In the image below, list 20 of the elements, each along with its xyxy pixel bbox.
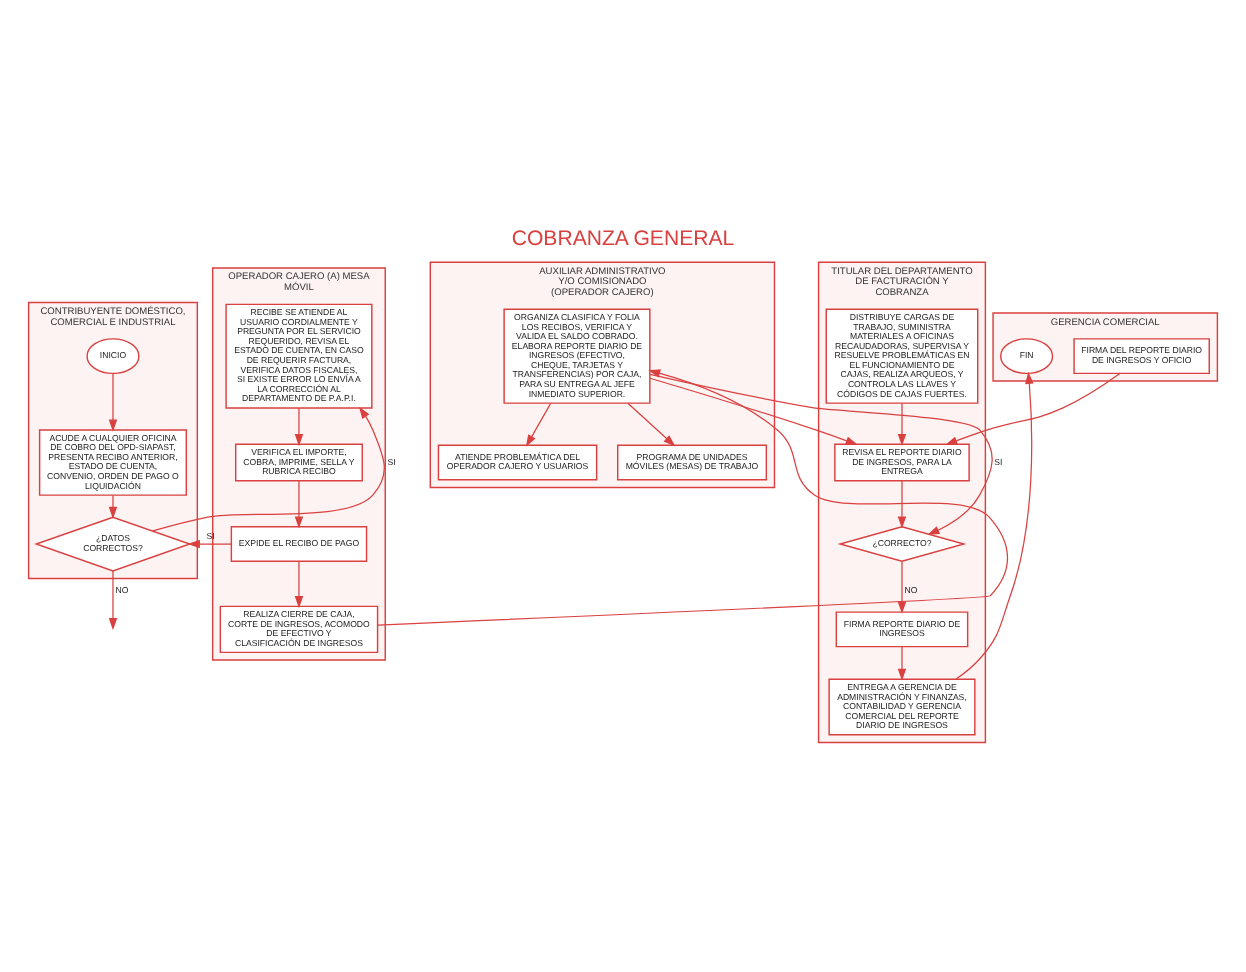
arrow (525, 401, 552, 446)
arrow (377, 368, 1009, 625)
arrow (649, 372, 993, 535)
arrow (294, 406, 304, 446)
diagram-title: COBRANZA GENERAL (511, 225, 735, 250)
arrow (627, 401, 676, 446)
arrow (294, 559, 304, 608)
arrow (294, 479, 304, 528)
arrow (108, 493, 118, 518)
arrow (955, 370, 1034, 679)
arrow (897, 401, 907, 446)
arrow (649, 376, 858, 444)
arrow (897, 645, 907, 680)
arrow (945, 371, 1121, 444)
arrow (187, 538, 232, 548)
arrow (108, 569, 118, 630)
arrow (108, 371, 118, 431)
arrow (897, 479, 907, 528)
arrow (152, 405, 385, 531)
arrow (897, 559, 907, 613)
